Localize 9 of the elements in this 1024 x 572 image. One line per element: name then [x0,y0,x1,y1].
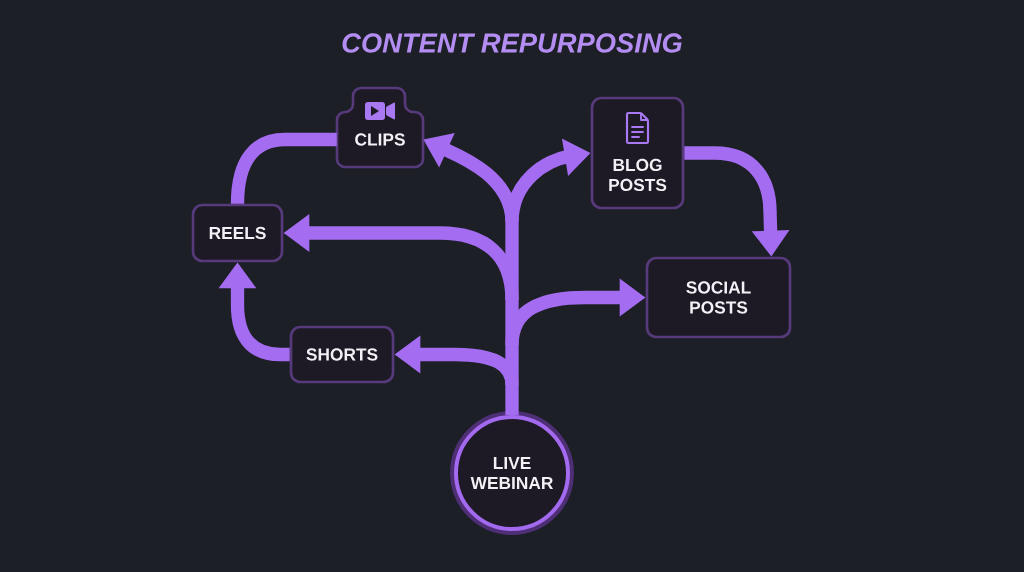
rounded-box: SHORTS [289,325,395,384]
rounded-box: REELS [191,203,284,263]
connector-line [505,385,519,415]
title: CONTENT REPURPOSING [342,33,682,53]
rounded-box: SOCIAL POSTS [645,256,792,339]
connector-line [505,222,519,300]
rounded-box: BLOG POSTS [590,96,685,210]
connector-line [505,345,519,385]
connector-line [230,132,337,204]
